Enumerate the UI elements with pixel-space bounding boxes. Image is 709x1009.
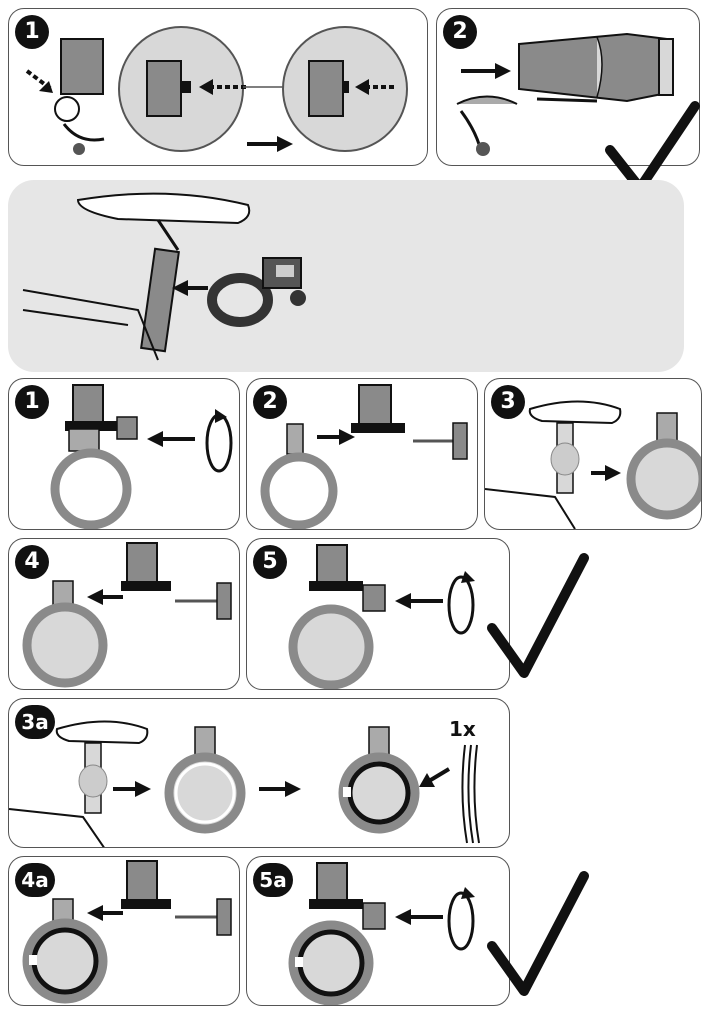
attach-light-illustration	[22, 542, 232, 688]
step-1-loosen-panel: 1	[8, 378, 240, 530]
tighten-knob-illustration	[288, 544, 475, 689]
sensor-insert-illustration	[25, 26, 408, 155]
step-badge: 5	[253, 545, 287, 579]
tighten-knob-shim-illustration	[288, 862, 475, 1005]
step-badge: 1	[15, 15, 49, 49]
step-2-mount-panel: 2	[436, 8, 700, 166]
step-5a-tighten-panel: 5a	[246, 856, 510, 1006]
step-2-remove-knob-panel: 2	[246, 378, 478, 530]
step-badge: 3a	[15, 705, 55, 739]
quantity-label: 1x	[449, 717, 476, 741]
loosen-knob-illustration	[50, 384, 233, 529]
seatpost-mount-illustration	[22, 192, 306, 361]
seatpost-overview-panel	[8, 180, 684, 372]
step-badge: 1	[15, 385, 49, 419]
attach-light-shim-illustration	[22, 860, 232, 1004]
step-4-attach-light-panel: 4	[8, 538, 240, 690]
step-1-sensor-panel: 1	[8, 8, 428, 166]
step-badge: 5a	[253, 863, 293, 897]
step-3-fit-seatpost-panel: 3	[484, 378, 702, 530]
step-badge: 4	[15, 545, 49, 579]
step-3a-shim-panel: 3a 1x	[8, 698, 510, 848]
step-5-tighten-panel: 5	[246, 538, 510, 690]
step-badge: 2	[253, 385, 287, 419]
step-badge: 4a	[15, 863, 55, 897]
step-badge: 3	[491, 385, 525, 419]
remove-knob-illustration	[260, 384, 468, 529]
light-mount-illustration	[456, 32, 674, 156]
fit-seatpost-illustration	[485, 400, 701, 529]
checkmark-icon	[487, 553, 589, 678]
step-4a-attach-light-panel: 4a	[8, 856, 240, 1006]
step-badge: 2	[443, 15, 477, 49]
shim-insert-illustration	[9, 720, 480, 847]
checkmark-icon	[487, 871, 589, 996]
